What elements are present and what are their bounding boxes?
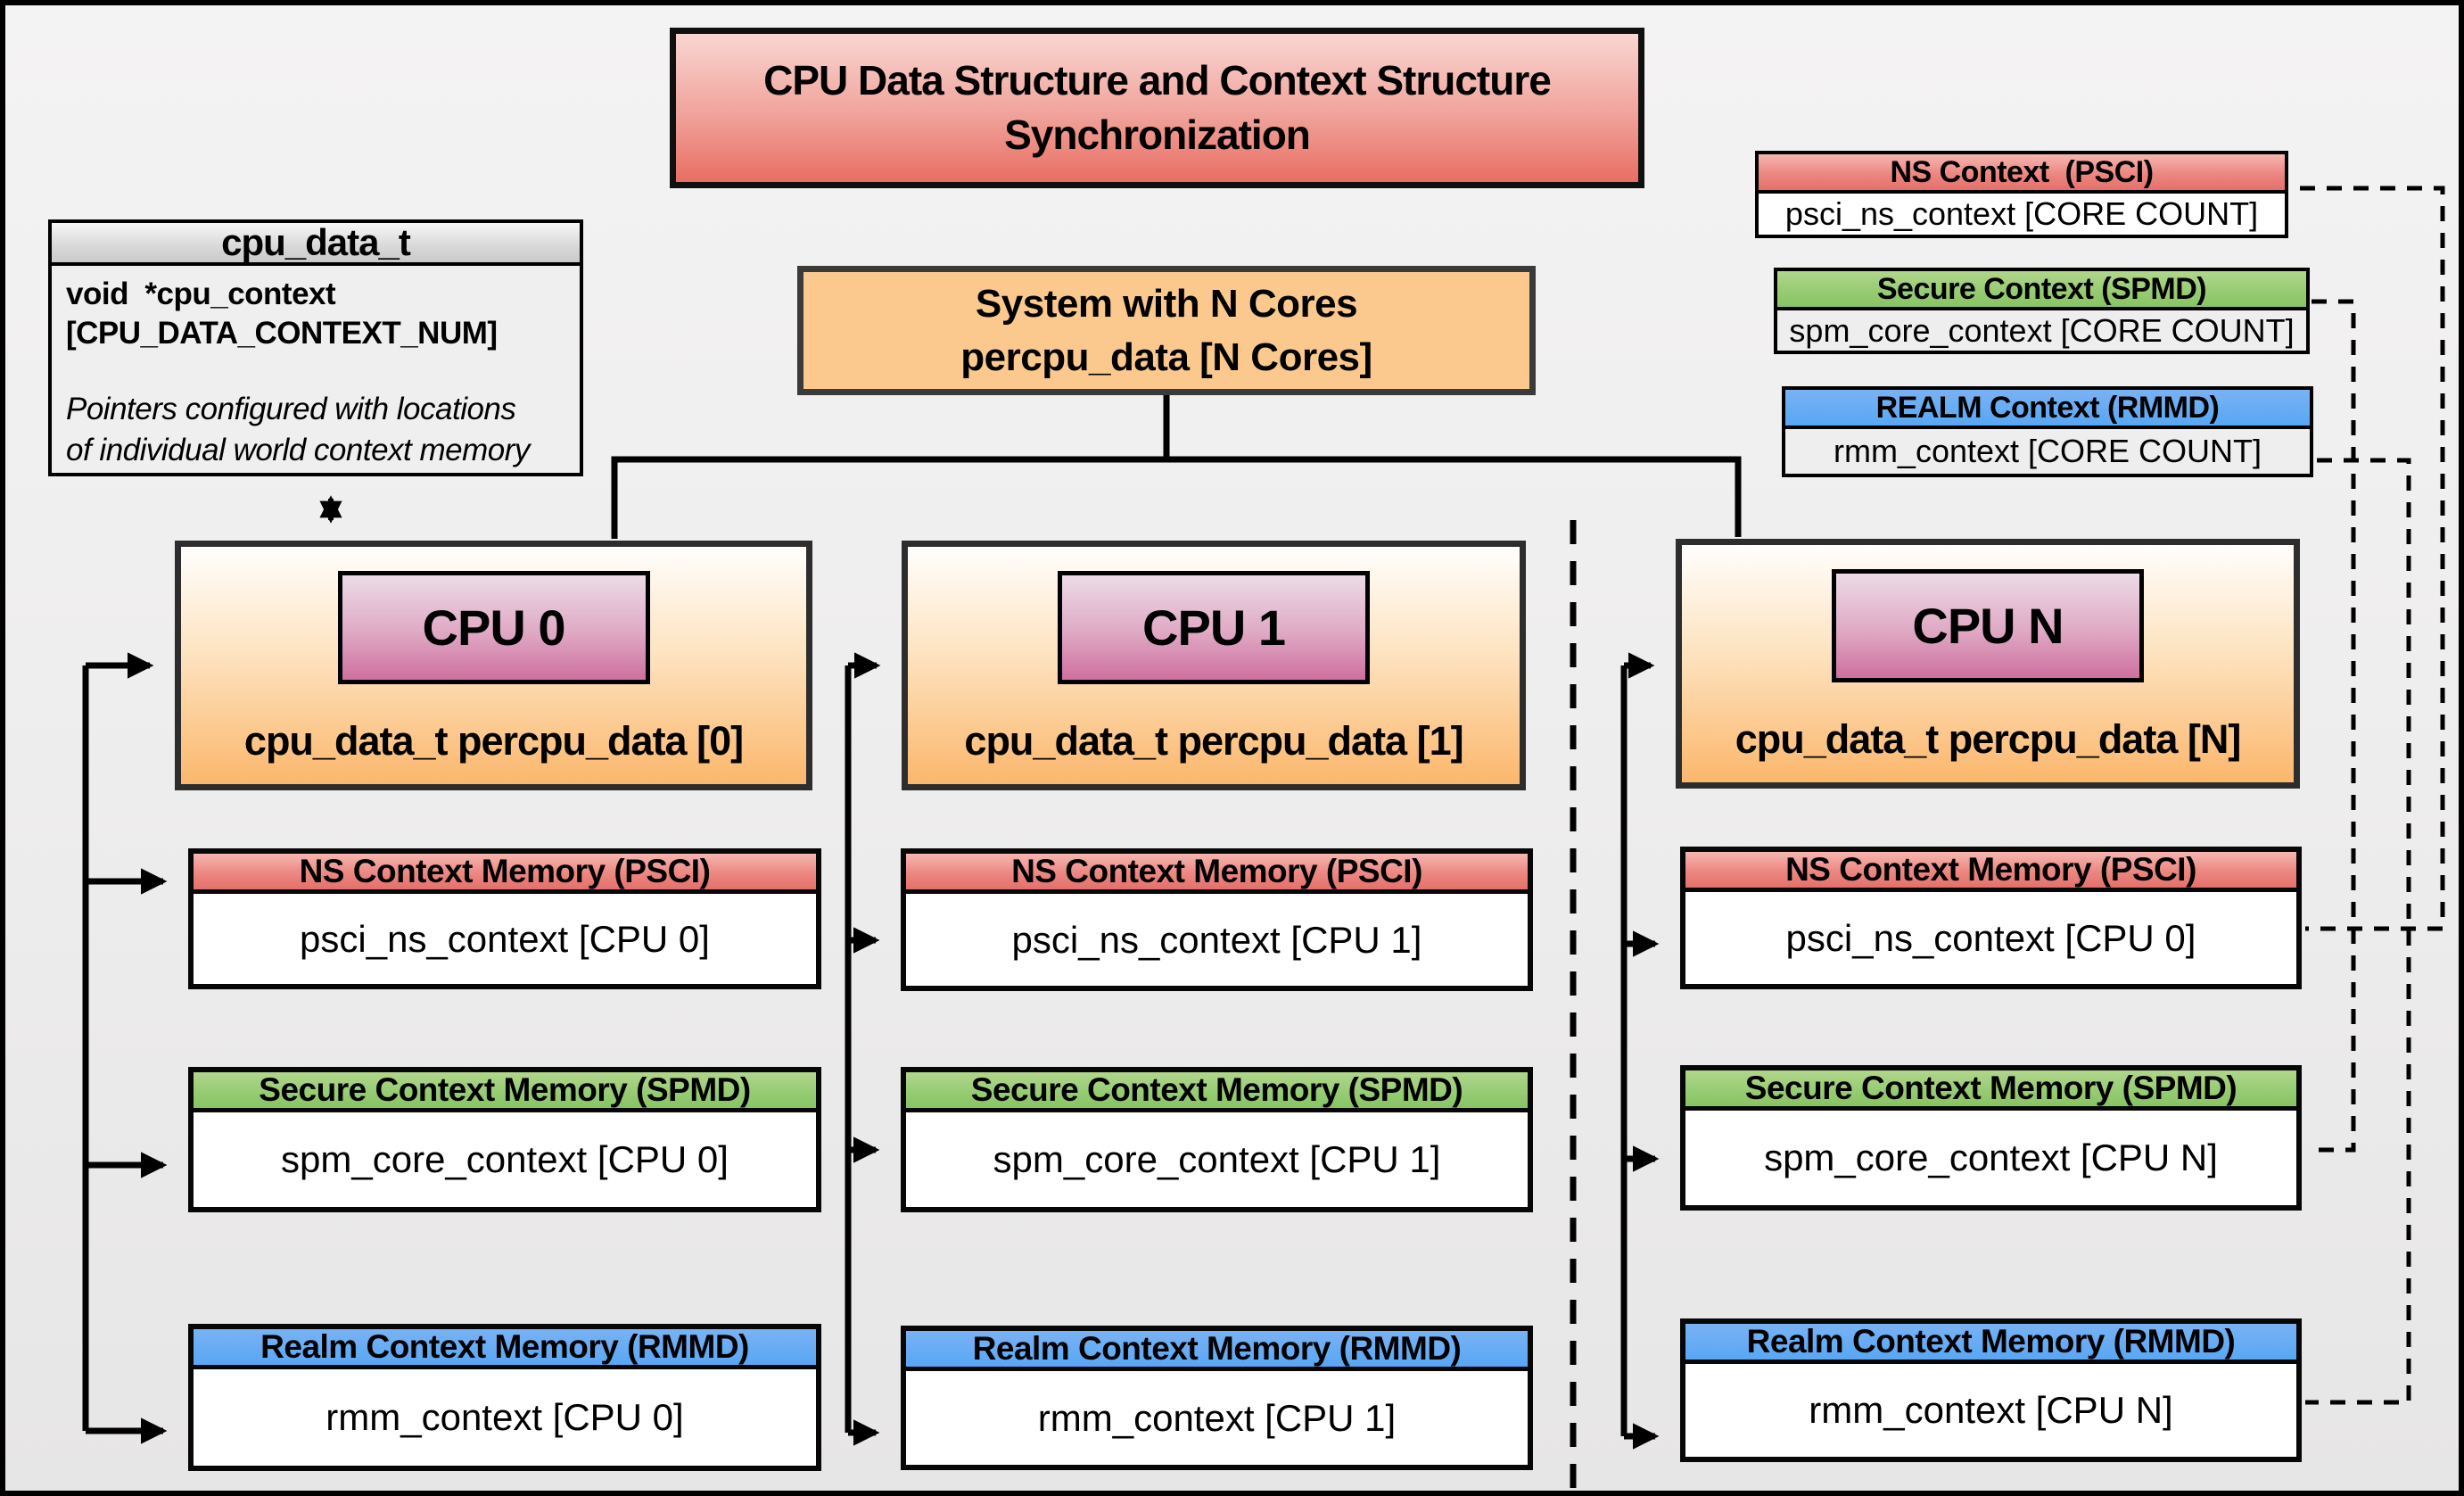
title-line-2: Synchronization	[1004, 112, 1311, 158]
distribution-line	[611, 456, 1742, 539]
cpu0-chip: CPU 0	[337, 571, 650, 684]
legend-realm-value: rmm_context [CORE COUNT]	[1785, 429, 2310, 474]
title-line-1: CPU Data Structure and Context Structure	[763, 57, 1552, 104]
cpu1-realm-memory-value: rmm_context [CPU 1]	[906, 1371, 1528, 1465]
cpu0-secure-memory-header: Secure Context Memory (SPMD)	[194, 1071, 816, 1112]
cpu1-realm-memory-box: Realm Context Memory (RMMD) rmm_context …	[901, 1326, 1533, 1470]
legend-realm-header: REALM Context (RMMD)	[1785, 390, 2310, 429]
cpu0-ns-memory-header: NS Context Memory (PSCI)	[194, 853, 816, 894]
cpu1-card: CPU 1 cpu_data_t percpu_data [1]	[902, 541, 1526, 790]
struct-header: cpu_data_t	[52, 221, 580, 266]
cpu0-label: cpu_data_t percpu_data [0]	[243, 718, 744, 764]
ns-legend-link-dashed	[2300, 186, 2445, 931]
cpu0-ns-memory-value: psci_ns_context [CPU 0]	[194, 894, 816, 984]
cpuN-ns-memory-header: NS Context Memory (PSCI)	[1685, 851, 2296, 892]
cpu1-ns-memory-box: NS Context Memory (PSCI) psci_ns_context…	[901, 848, 1533, 991]
struct-field-line-2: [CPU_DATA_CONTEXT_NUM]	[66, 316, 498, 351]
cpu1-secure-memory-value: spm_core_context [CPU 1]	[906, 1112, 1528, 1207]
cpu0-ns-memory-box: NS Context Memory (PSCI) psci_ns_context…	[188, 848, 821, 989]
struct-note-line-2: of individual world context memory	[66, 432, 530, 467]
cpu1-ns-memory-value: psci_ns_context [CPU 1]	[906, 894, 1528, 986]
legend-secure-value: spm_core_context [CORE COUNT]	[1777, 310, 2306, 351]
cpuN-secure-memory-header: Secure Context Memory (SPMD)	[1685, 1070, 2296, 1111]
legend-ns-context: NS Context (PSCI) psci_ns_context [CORE …	[1755, 151, 2288, 238]
cpuN-secure-memory-box: Secure Context Memory (SPMD) spm_core_co…	[1680, 1065, 2302, 1211]
cpuN-realm-memory-value: rmm_context [CPU N]	[1685, 1364, 2296, 1457]
cpu1-label: cpu_data_t percpu_data [1]	[964, 718, 1463, 764]
cpu-data-t-struct-box: cpu_data_t void *cpu_context [CPU_DATA_C…	[48, 219, 583, 476]
system-line-1: System with N Cores	[975, 282, 1358, 326]
cpuN-realm-memory-box: Realm Context Memory (RMMD) rmm_context …	[1680, 1318, 2302, 1462]
cpu1-realm-memory-header: Realm Context Memory (RMMD)	[906, 1330, 1528, 1371]
system-box: System with N Cores percpu_data [N Cores…	[797, 266, 1536, 395]
cpuN-label: cpu_data_t percpu_data [N]	[1735, 716, 2242, 762]
legend-realm-context: REALM Context (RMMD) rmm_context [CORE C…	[1782, 386, 2313, 477]
cpuN-secure-memory-value: spm_core_context [CPU N]	[1685, 1111, 2296, 1205]
struct-body: void *cpu_context [CPU_DATA_CONTEXT_NUM]…	[66, 275, 571, 467]
legend-ns-header: NS Context (PSCI)	[1759, 154, 2285, 194]
cpu1-chip: CPU 1	[1058, 571, 1370, 684]
cpu0-realm-memory-value: rmm_context [CPU 0]	[194, 1369, 816, 1466]
cpuN-chip: CPU N	[1832, 569, 2144, 682]
cpu0-card: CPU 0 cpu_data_t percpu_data [0]	[175, 541, 812, 790]
system-line-2: percpu_data [N Cores]	[960, 335, 1372, 379]
legend-secure-header: Secure Context (SPMD)	[1777, 271, 2306, 310]
realm-legend-link-dashed	[2305, 458, 2411, 1405]
struct-field-line-1: void *cpu_context	[66, 277, 336, 311]
cpu0-realm-memory-header: Realm Context Memory (RMMD)	[194, 1328, 816, 1369]
cpuN-realm-memory-header: Realm Context Memory (RMMD)	[1685, 1323, 2296, 1364]
legend-ns-value: psci_ns_context [CORE COUNT]	[1759, 194, 2285, 235]
cpuN-ns-memory-value: psci_ns_context [CPU 0]	[1685, 892, 2296, 984]
cpu1-secure-memory-box: Secure Context Memory (SPMD) spm_core_co…	[901, 1067, 1533, 1212]
cpu0-secure-memory-box: Secure Context Memory (SPMD) spm_core_co…	[188, 1067, 821, 1212]
cpu0-pointer-spine	[82, 652, 168, 1444]
cpu0-secure-memory-value: spm_core_context [CPU 0]	[194, 1112, 816, 1207]
struct-note-line-1: Pointers configured with locations	[66, 392, 516, 427]
cpu1-pointer-spine	[845, 652, 881, 1446]
secure-legend-link-dashed	[2312, 299, 2356, 1153]
cpuN-card: CPU N cpu_data_t percpu_data [N]	[1676, 539, 2300, 789]
cpu1-secure-memory-header: Secure Context Memory (SPMD)	[906, 1071, 1528, 1112]
diagram-title: CPU Data Structure and Context Structure…	[670, 28, 1644, 188]
cpuN-ns-memory-box: NS Context Memory (PSCI) psci_ns_context…	[1680, 847, 2302, 989]
cpu0-realm-memory-box: Realm Context Memory (RMMD) rmm_context …	[188, 1324, 821, 1471]
legend-secure-context: Secure Context (SPMD) spm_core_context […	[1774, 268, 2310, 354]
cpuN-pointer-spine	[1620, 652, 1660, 1450]
cpu1-ns-memory-header: NS Context Memory (PSCI)	[906, 853, 1528, 894]
